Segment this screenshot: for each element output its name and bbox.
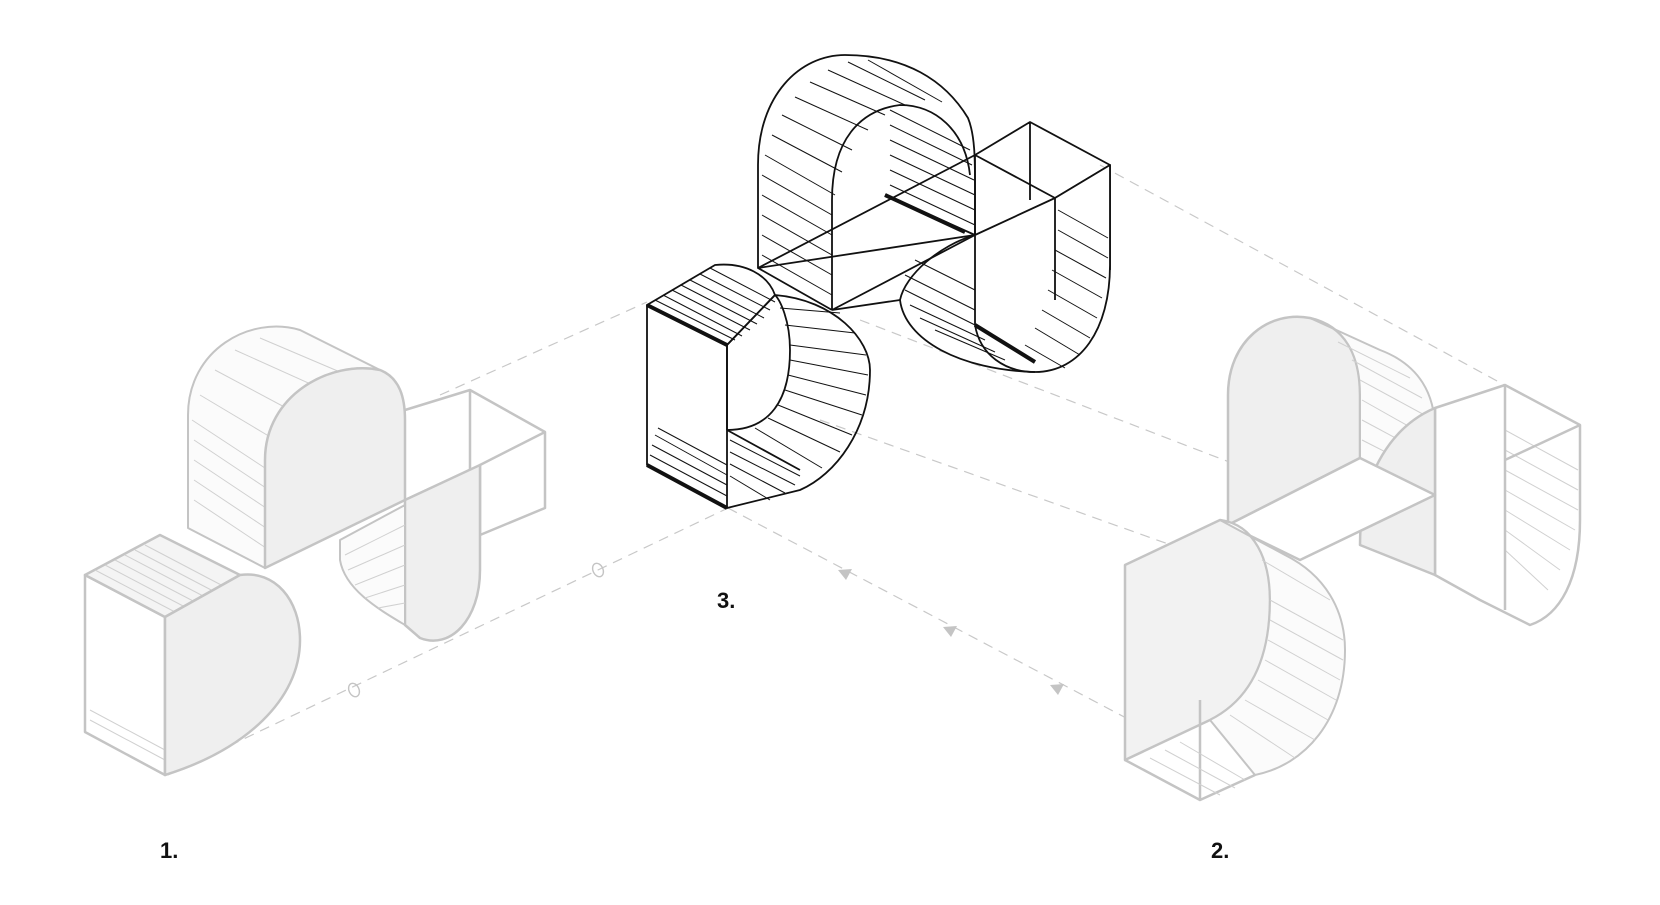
assembly-1-arch-front (263, 367, 407, 570)
assembly-3-beam (757, 154, 976, 311)
assembly-3-front-quarter (726, 294, 871, 509)
cone-marker-icon (591, 562, 605, 578)
assembly-3 (646, 54, 1111, 510)
assembly-3-arch-inner (831, 104, 971, 310)
arrow-marker-icon (838, 569, 852, 580)
assembly-2-box (1433, 383, 1582, 627)
assembly-1-front-quarter (163, 573, 302, 777)
assembly-3-cube-bottom-edge (646, 463, 728, 510)
assembly-3-arch-outer (757, 54, 976, 269)
assembly-3-cube-inner (726, 345, 801, 471)
assembly-2-base (1124, 700, 1256, 802)
assembly-2-faded (1123, 315, 1582, 802)
assembly-3-front-quarter-hatch (754, 307, 869, 469)
assembly-1-quarter-hatch (344, 524, 406, 609)
guide-line (439, 301, 648, 396)
assembly-2-beam (1226, 456, 1437, 562)
assembly-2-box-edges (1503, 385, 1581, 610)
assembly-3-quarter-right-shell (899, 198, 1056, 373)
assembly-3-quarter-right-edge (973, 323, 1037, 364)
assembly-1-faded (83, 325, 547, 777)
assembly-3-quarter-right-hatch (904, 209, 1109, 369)
assembly-3-arch-bottom-edge (884, 193, 966, 234)
assembly-2-front-hatch (1229, 559, 1344, 759)
assembly-3-cube (646, 304, 728, 509)
figure-label-3: 3. (717, 588, 736, 613)
assembly-3-cube-top-hatch (654, 267, 776, 341)
assembly-1-arch-hatch (191, 337, 341, 549)
arrow-marker-icon (1050, 684, 1064, 695)
assembly-1-cube-hatch (89, 544, 226, 761)
assembly-1-quarter-shell (339, 504, 406, 626)
guide-line (819, 419, 1231, 567)
assembly-3-quarter-right (974, 164, 1111, 373)
assembly-2-base-hatch (1149, 741, 1246, 796)
assembly-3-cube-top-edge (646, 303, 728, 347)
assembly-3-cube-bottom-hatch (649, 427, 801, 501)
guide-line (727, 507, 1131, 721)
guide-line (1099, 164, 1511, 389)
figure-label-1: 1. (160, 838, 179, 863)
direction-markers (347, 562, 1064, 698)
assembly-3-arch-hatch (761, 59, 976, 296)
guide-line (167, 507, 729, 776)
assembly-1-quarter-round (403, 463, 482, 642)
cone-marker-icon (347, 682, 361, 698)
assembly-2-front-shell (1209, 519, 1346, 776)
arrow-marker-icon (943, 626, 957, 637)
figure-label-2: 2. (1211, 838, 1230, 863)
assembly-2-box-hatch (1504, 429, 1579, 591)
